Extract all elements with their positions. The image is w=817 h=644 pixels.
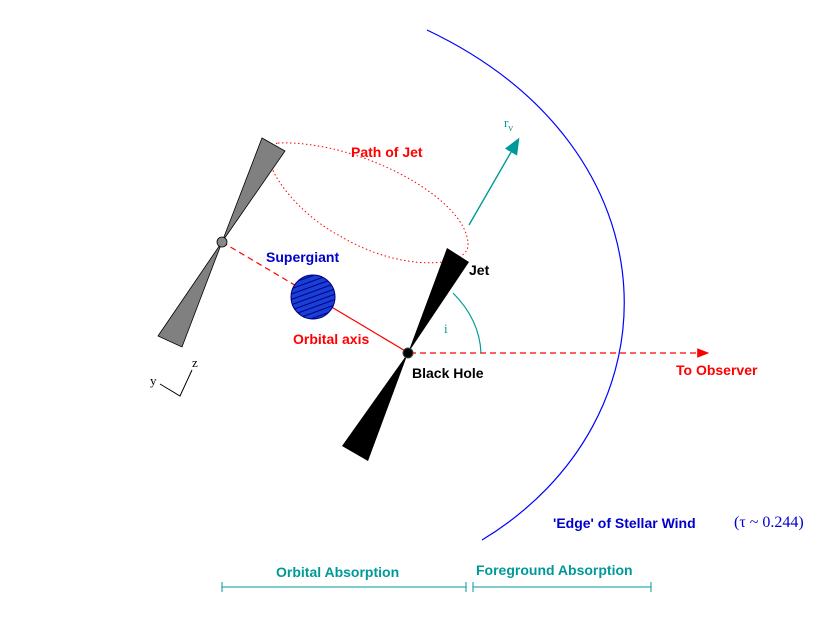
- stellar-wind-edge-arc: [426, 29, 625, 541]
- supergiant-label: Supergiant: [266, 249, 339, 265]
- coordinate-axes-icon: [159, 369, 193, 397]
- ghost-jet-upper: [221, 137, 286, 243]
- orbital-absorption-bracket: [221, 582, 467, 592]
- r-nu-label: rν: [504, 115, 513, 134]
- foreground-absorption-bracket: [472, 582, 652, 592]
- optical-depth-label: (τ ~ 0.244): [734, 514, 804, 531]
- stellar-wind-edge-label: 'Edge' of Stellar Wind: [553, 515, 696, 531]
- orbital-axis-label: Orbital axis: [293, 331, 369, 347]
- r-nu-vector: [468, 137, 520, 226]
- axis-y-label: y: [150, 373, 157, 388]
- to-observer-label: To Observer: [676, 362, 758, 378]
- inclination-arc: [452, 292, 482, 354]
- orbital-axis-dashed-line: [221, 241, 299, 288]
- path-of-jet-label: Path of Jet: [351, 144, 423, 160]
- ghost-black-hole: [216, 236, 228, 248]
- black-hole-label: Black Hole: [412, 365, 484, 381]
- jet-label: Jet: [469, 262, 490, 278]
- jet-upper: [408, 248, 469, 353]
- inclination-label: i: [444, 321, 448, 336]
- orbital-absorption-label: Orbital Absorption: [276, 564, 399, 580]
- ghost-jet-lower: [157, 241, 223, 348]
- axis-z-label: z: [192, 355, 198, 370]
- jet-path-ellipse: [268, 142, 469, 264]
- black-hole: [402, 347, 414, 359]
- jet-lower: [342, 353, 408, 461]
- foreground-absorption-label: Foreground Absorption: [476, 562, 633, 578]
- supergiant-star: [290, 274, 336, 320]
